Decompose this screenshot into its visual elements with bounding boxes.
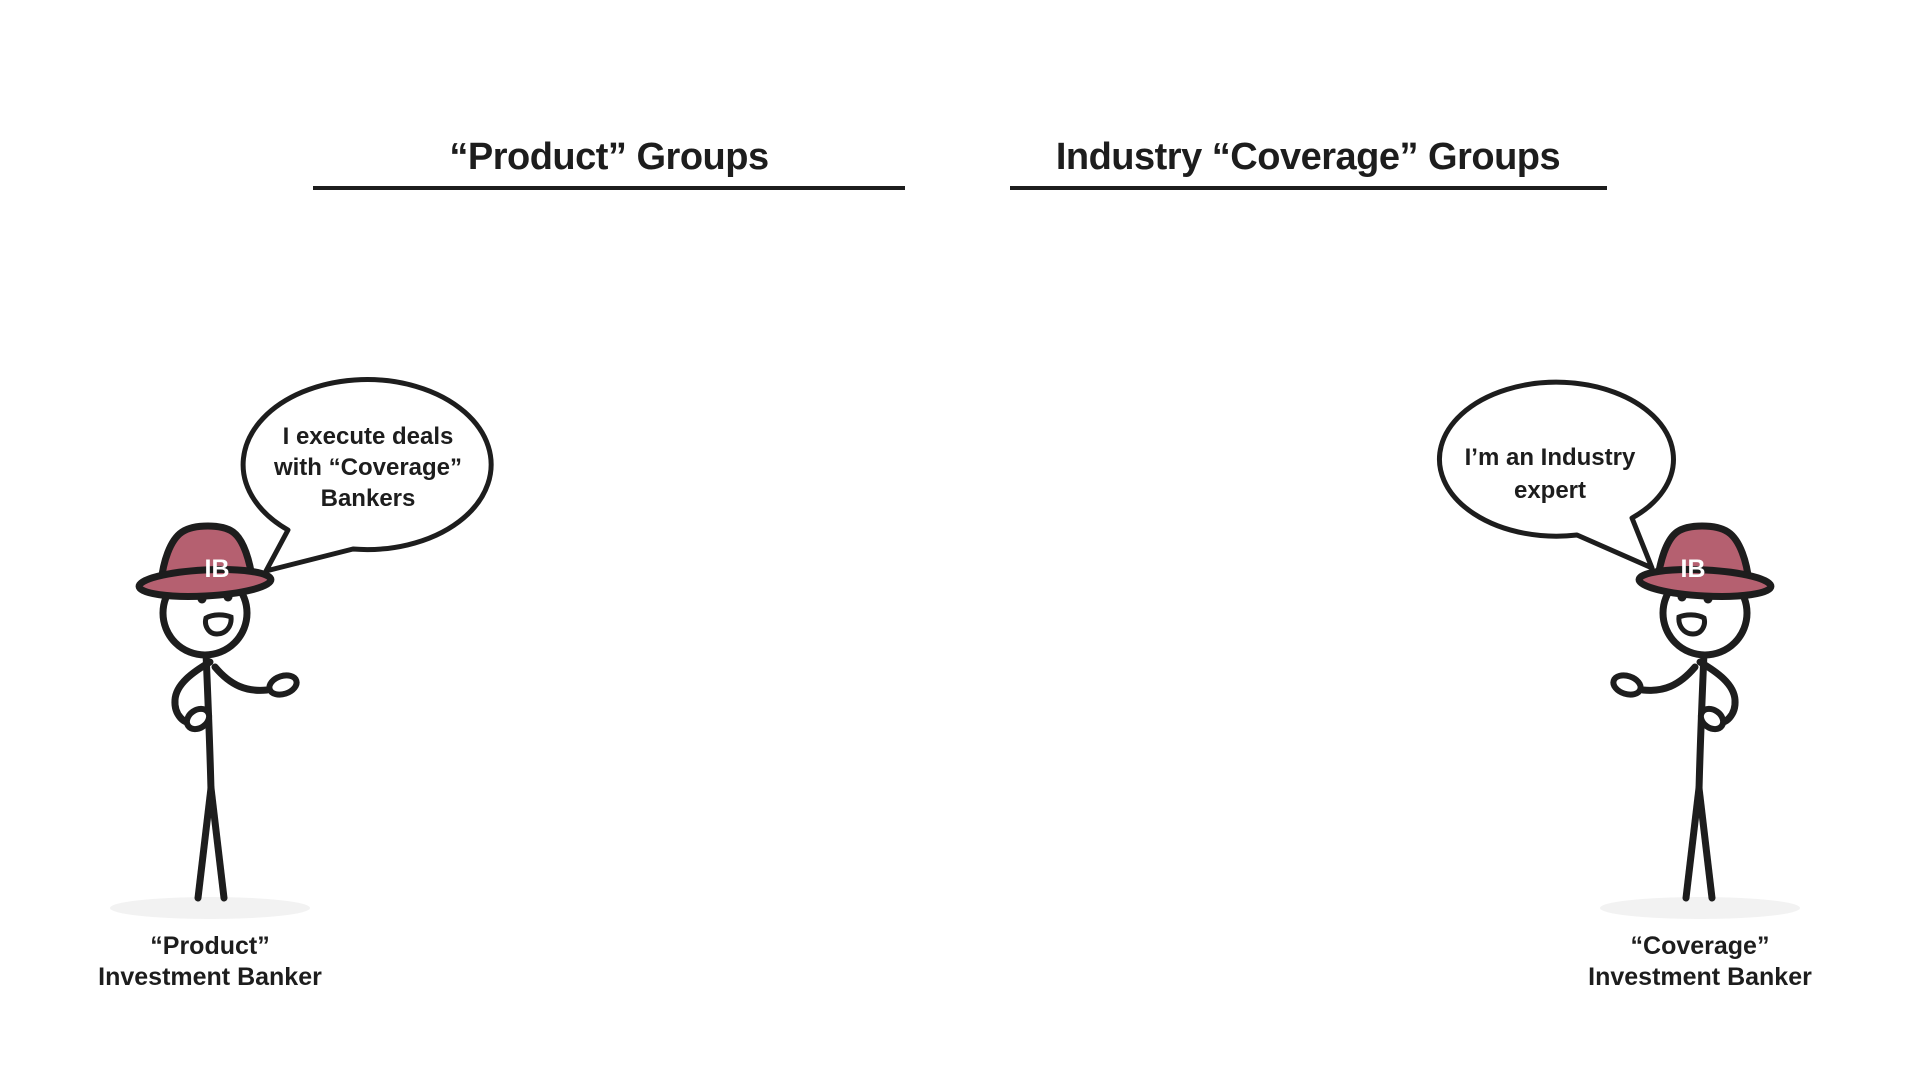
product-heading-underline (313, 186, 905, 190)
figure-leg (1695, 784, 1716, 902)
figure-mouth (1676, 612, 1707, 637)
coverage-groups-heading: Industry “Coverage” Groups (1055, 136, 1561, 178)
figure-shadow (110, 897, 310, 919)
product-banker-caption: “Product” Investment Banker (60, 931, 360, 993)
bubble-line: I’m an Industry (1464, 444, 1636, 471)
banker-hat-brim (1635, 566, 1775, 600)
figure-leg (194, 784, 215, 902)
bubble-line: I execute deals (282, 423, 454, 450)
figure-hand (266, 672, 300, 698)
speech-bubble-shape (1436, 379, 1676, 571)
speech-bubble-shape (240, 377, 494, 574)
coverage-bubble-text: I’m an Industry expert (1430, 441, 1670, 507)
figure-mouth (203, 612, 234, 637)
coverage-heading-underline (1010, 186, 1607, 190)
figure-arm-extended (211, 663, 271, 694)
product-banker-figure: IB (110, 522, 310, 919)
coverage-banker-caption: “Coverage” Investment Banker (1550, 931, 1850, 993)
product-groups-heading: “Product” Groups (449, 136, 769, 178)
figure-arm-extended (1639, 663, 1699, 694)
figure-hand (1697, 705, 1727, 733)
bubble-line: expert (1513, 477, 1587, 504)
caption-line: “Product” (150, 932, 270, 960)
coverage-banker-figure: IB (1600, 522, 1800, 919)
bubble-line: Bankers (320, 485, 416, 512)
coverage-speech-bubble (1436, 379, 1676, 571)
caption-line: Investment Banker (1588, 963, 1812, 991)
hat-label: IB (205, 555, 230, 583)
caption-line: “Coverage” (1630, 932, 1770, 960)
bubble-line: with “Coverage” (273, 454, 463, 481)
hat-label: IB (1681, 555, 1706, 583)
caption-line: Investment Banker (98, 963, 322, 991)
product-bubble-text: I execute deals with “Coverage” Bankers (248, 421, 488, 514)
figure-hand (183, 705, 213, 733)
figure-leg (1682, 784, 1703, 902)
figure-shadow (1600, 897, 1800, 919)
product-speech-bubble (240, 377, 494, 574)
figure-hand (1610, 672, 1644, 698)
figure-leg (207, 784, 228, 902)
banker-hat-brim (135, 566, 275, 600)
